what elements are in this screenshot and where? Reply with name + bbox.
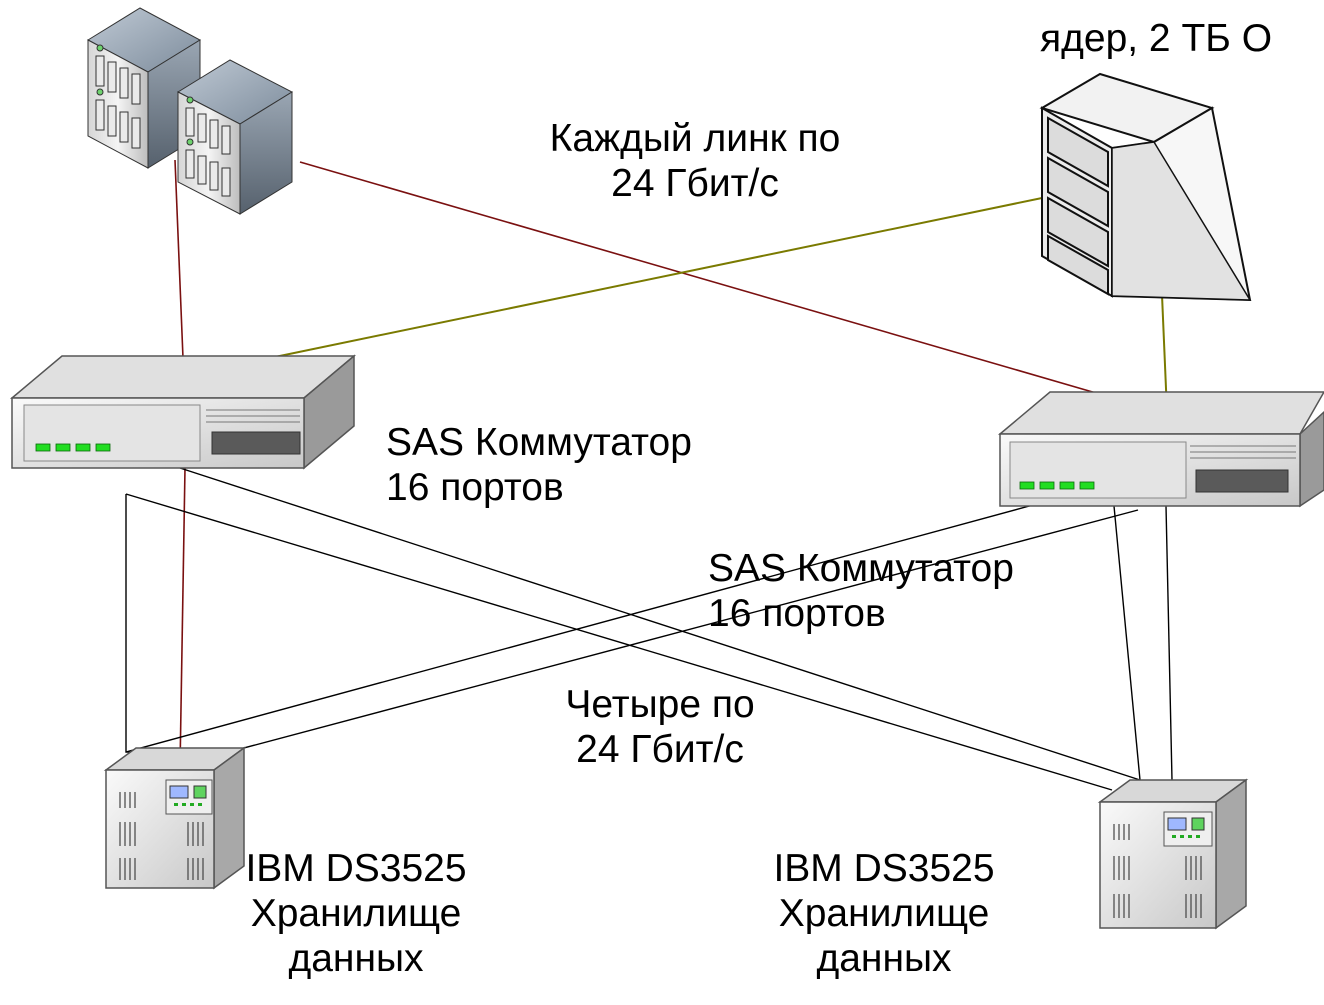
right-switch-line2: 16 портов [708,592,886,635]
mainframe-spec-line: ядер, 2 ТБ О [1040,17,1273,60]
four-links-line2: 24 Гбит/с [576,728,744,771]
right-switch-label: SAS Коммутатор 16 портов [708,546,1014,636]
link-mainframe-to-left-switch [269,197,1043,359]
link-cluster-to-left-switch [174,159,184,359]
right-storage-line2: Хранилище [778,892,990,935]
link-speed-line1: Каждый линк по [549,117,841,160]
four-links-line1: Четыре по [565,683,755,726]
sas-switch-icon [997,391,1324,508]
left-switch-label: SAS Коммутатор 16 портов [386,420,692,510]
black-links [125,467,1173,791]
right-storage-line1: IBM DS3525 [773,847,995,890]
left-storage-line3: данных [288,937,424,980]
red-links [174,159,1166,769]
link-right-switch-to-right-storage-a [1113,505,1141,781]
link-right-switch-to-left-storage-b [179,509,1139,766]
left-storage-line2: Хранилище [250,892,462,935]
left-switch-line2: 16 портов [386,466,564,509]
link-right-switch-to-right-storage-b [1165,505,1173,781]
server-cluster-icon [86,7,294,215]
link-left-switch-to-left-storage [179,467,186,769]
storage-tower-icon [103,746,247,890]
link-left-switch-to-right-storage-b [125,493,1113,791]
right-storage-line3: данных [816,937,952,980]
link-right-switch-to-left-storage-a [125,495,1067,753]
olive-links [269,177,1168,413]
link-speed-line2: 24 Гбит/с [611,162,779,205]
left-storage-line1: IBM DS3525 [245,847,467,890]
sas-switch-icon [9,354,357,470]
four-links-label: Четыре по 24 Гбит/с [500,682,820,772]
left-storage-label: IBM DS3525 Хранилище данных [206,846,506,981]
link-left-switch-left-storage-frame [125,494,180,753]
link-speed-label: Каждый линк по 24 Гбит/с [490,116,900,206]
left-switch-line1: SAS Коммутатор [386,421,692,464]
link-cluster-to-right-switch [299,161,1166,414]
storage-tower-icon [1097,778,1249,930]
right-switch-line1: SAS Коммутатор [708,547,1014,590]
mainframe-server-icon [1039,72,1252,302]
mainframe-spec-label: ядер, 2 ТБ О [1040,16,1272,61]
right-storage-label: IBM DS3525 Хранилище данных [734,846,1034,981]
link-left-switch-to-right-storage-a [179,467,1141,781]
